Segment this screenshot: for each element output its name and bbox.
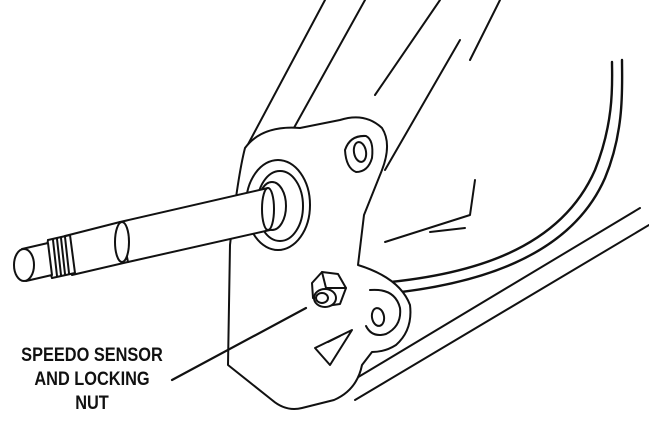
swing-arm [344, 179, 649, 401]
sensor-cable [378, 58, 624, 296]
axle-shaft [13, 187, 275, 282]
fork-legs [244, 0, 501, 171]
bracket-plate [227, 116, 412, 410]
callout-line-3: NUT [75, 393, 109, 414]
speedo-sensor-nut [311, 271, 347, 308]
callout-line-1: SPEEDO SENSOR [21, 345, 163, 366]
callout-line-2: AND LOCKING [34, 369, 150, 390]
callout-leader-line [170, 306, 308, 382]
callout-label: SPEEDO SENSOR AND LOCKING NUT [6, 344, 178, 416]
